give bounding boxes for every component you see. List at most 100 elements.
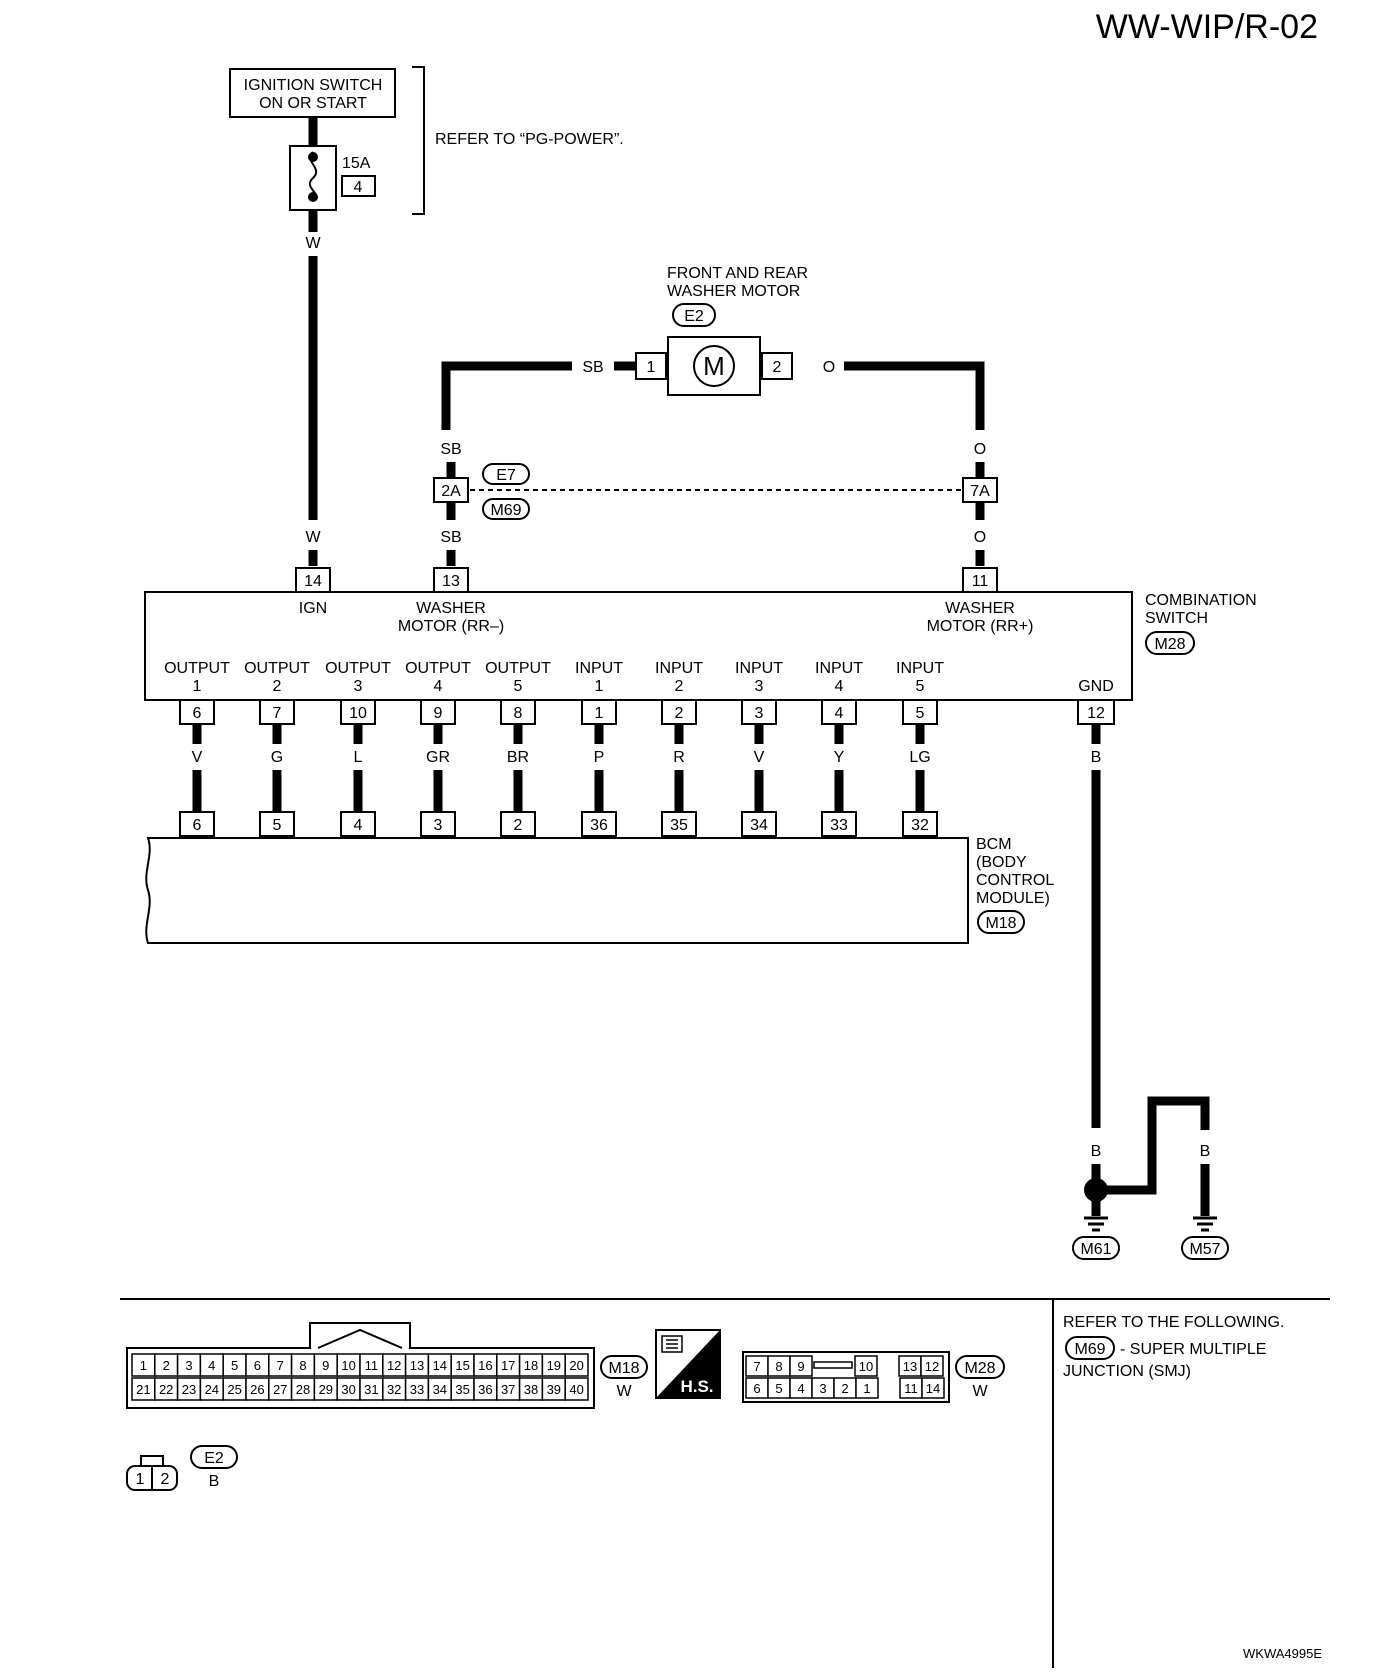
m28-cell-label: 3 [819, 1381, 826, 1396]
m18-cell-label: 15 [455, 1358, 469, 1373]
comb-label-gnd: GND [1078, 678, 1114, 695]
comb-pin-box [581, 699, 617, 725]
wire-color-b-gnd: B [1091, 749, 1102, 766]
m18-cell-label: 31 [364, 1382, 378, 1397]
wire-color-w-top: W [305, 235, 321, 252]
m28-cell [789, 1355, 813, 1377]
wire-color-b-right: B [1200, 1143, 1211, 1160]
bcm-pin-box [661, 811, 697, 837]
m18-cell-label: 20 [569, 1358, 583, 1373]
e2-view-color: B [209, 1473, 220, 1490]
comb-output-label: OUTPUT [244, 660, 310, 677]
m28-cell-label: 9 [797, 1359, 804, 1374]
e2-view-name: E2 [204, 1450, 224, 1467]
m28-cell-label: 8 [775, 1359, 782, 1374]
combination-switch-box [144, 591, 1133, 701]
motor-pin-right: 2 [773, 359, 782, 376]
motor-symbol: M [703, 351, 725, 381]
m18-cell-label: 8 [299, 1358, 306, 1373]
m28-view-name: M28 [964, 1360, 995, 1377]
m18-cell-label: 9 [322, 1358, 329, 1373]
hs-emblem: H.S. [655, 1329, 721, 1399]
m18-cell-label: 37 [501, 1382, 515, 1397]
signal-wire-color: BR [507, 749, 529, 766]
wire-color-b-left: B [1091, 1143, 1102, 1160]
bcm-pin-box [179, 811, 215, 837]
comb-label-ign: IGN [299, 600, 327, 617]
bcm-pin: 35 [670, 817, 688, 834]
comb-output-index: 3 [755, 678, 764, 695]
comb-output-label: INPUT [655, 660, 703, 677]
comb-output-label: OUTPUT [325, 660, 391, 677]
m28-latch [813, 1361, 853, 1369]
joint-pin-right: 7A [970, 483, 990, 500]
wire-color-sb-joint-top: SB [440, 441, 461, 458]
m28-cell-label: 5 [775, 1381, 782, 1396]
ignition-line2: ON OR START [259, 95, 367, 112]
comb-pin-box [661, 699, 697, 725]
m18-view-name: M18 [608, 1360, 639, 1377]
m18-cell-label: 18 [524, 1358, 538, 1373]
bcm-box [145, 837, 969, 944]
comb-pin-11: 11 [972, 573, 989, 590]
m18-cell-label: 17 [501, 1358, 515, 1373]
bcm-pin: 3 [434, 817, 443, 834]
m18-cell-label: 27 [273, 1382, 287, 1397]
signal-wire-color: L [354, 749, 363, 766]
comb-pin-box [420, 699, 456, 725]
m18-cell-label: 14 [433, 1358, 447, 1373]
bcm-connector: M18 [985, 915, 1016, 932]
power-bracket [412, 66, 425, 215]
comb-pin-13: 13 [442, 573, 460, 590]
m28-cell-label: 10 [859, 1359, 873, 1374]
comb-output-index: 1 [193, 678, 202, 695]
joint-connector-m69: M69 [490, 502, 521, 519]
refer-line1: REFER TO THE FOLLOWING. [1063, 1314, 1284, 1331]
refer-connector: M69 [1074, 1341, 1105, 1358]
m18-cell-label: 30 [341, 1382, 355, 1397]
m18-cell-label: 4 [208, 1358, 215, 1373]
signal-wire-color: P [594, 749, 605, 766]
e2-view-pin-2: 2 [161, 1471, 170, 1488]
page-id: WW-WIP/R-02 [1096, 8, 1318, 46]
bcm-name-1: BCM [976, 836, 1012, 853]
comb-output-index: 3 [354, 678, 363, 695]
m18-cell-label: 40 [569, 1382, 583, 1397]
comb-output-label: INPUT [575, 660, 623, 677]
washer-motor-name-2: WASHER MOTOR [667, 283, 800, 300]
bcm-pin-box [821, 811, 857, 837]
wire-color-b-mid: B [1147, 1143, 1158, 1160]
comb-bottom-pin: 9 [434, 705, 443, 722]
washer-motor-name-1: FRONT AND REAR [667, 265, 808, 282]
washer-motor-connector: E2 [684, 308, 704, 325]
comb-output-label: INPUT [896, 660, 944, 677]
e2-view-pin-1: 1 [136, 1471, 145, 1488]
m18-cell-label: 3 [185, 1358, 192, 1373]
figure-code: WKWA4995E [1243, 1646, 1322, 1661]
comb-bottom-pin: 8 [514, 705, 523, 722]
signal-wire-color: G [271, 749, 283, 766]
wire-color-o-motor: O [823, 359, 835, 376]
wire-color-sb-joint-bottom: SB [440, 529, 461, 546]
ignition-switch-box [229, 68, 396, 118]
m28-cell [854, 1355, 878, 1377]
comb-switch-connector: M28 [1154, 636, 1185, 653]
m18-cell-label: 12 [387, 1358, 401, 1373]
bcm-pin-box [259, 811, 295, 837]
hs-label: H.S. [680, 1377, 713, 1396]
comb-output-label: INPUT [735, 660, 783, 677]
m28-cell-label: 2 [841, 1381, 848, 1396]
bcm-name-2: (BODY [976, 854, 1027, 871]
m18-cell-label: 1 [140, 1358, 147, 1373]
bcm-pin-box [902, 811, 938, 837]
m28-cell [855, 1377, 879, 1399]
m28-cell-label: 13 [903, 1359, 917, 1374]
m18-cell-label: 38 [524, 1382, 538, 1397]
bcm-pin: 5 [273, 817, 282, 834]
comb-output-label: OUTPUT [485, 660, 551, 677]
comb-output-index: 5 [916, 678, 925, 695]
comb-switch-name-1: COMBINATION [1145, 592, 1257, 609]
wire-color-o-joint-bottom: O [974, 529, 986, 546]
